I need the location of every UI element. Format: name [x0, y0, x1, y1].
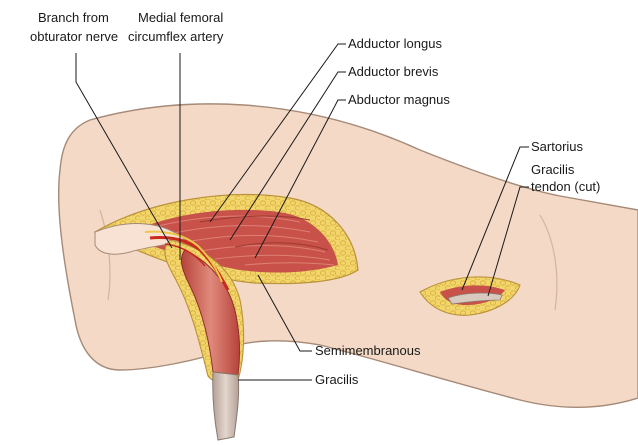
label-abductor-magnus: Abductor magnus — [348, 92, 450, 107]
label-sartorius: Sartorius — [531, 139, 584, 154]
label-gracilis-tendon-line2: tendon (cut) — [531, 179, 600, 194]
label-branch-obturator-line2: obturator nerve — [30, 29, 118, 44]
label-medial-femoral-line2: circumflex artery — [128, 29, 224, 44]
label-branch-obturator-line1: Branch from — [38, 10, 109, 25]
label-medial-femoral-line1: Medial femoral — [138, 10, 223, 25]
label-gracilis-tendon-line1: Gracilis — [531, 162, 575, 177]
label-adductor-longus: Adductor longus — [348, 36, 442, 51]
label-adductor-brevis: Adductor brevis — [348, 64, 439, 79]
label-semimembranous: Semimembranous — [315, 343, 421, 358]
label-gracilis: Gracilis — [315, 372, 359, 387]
